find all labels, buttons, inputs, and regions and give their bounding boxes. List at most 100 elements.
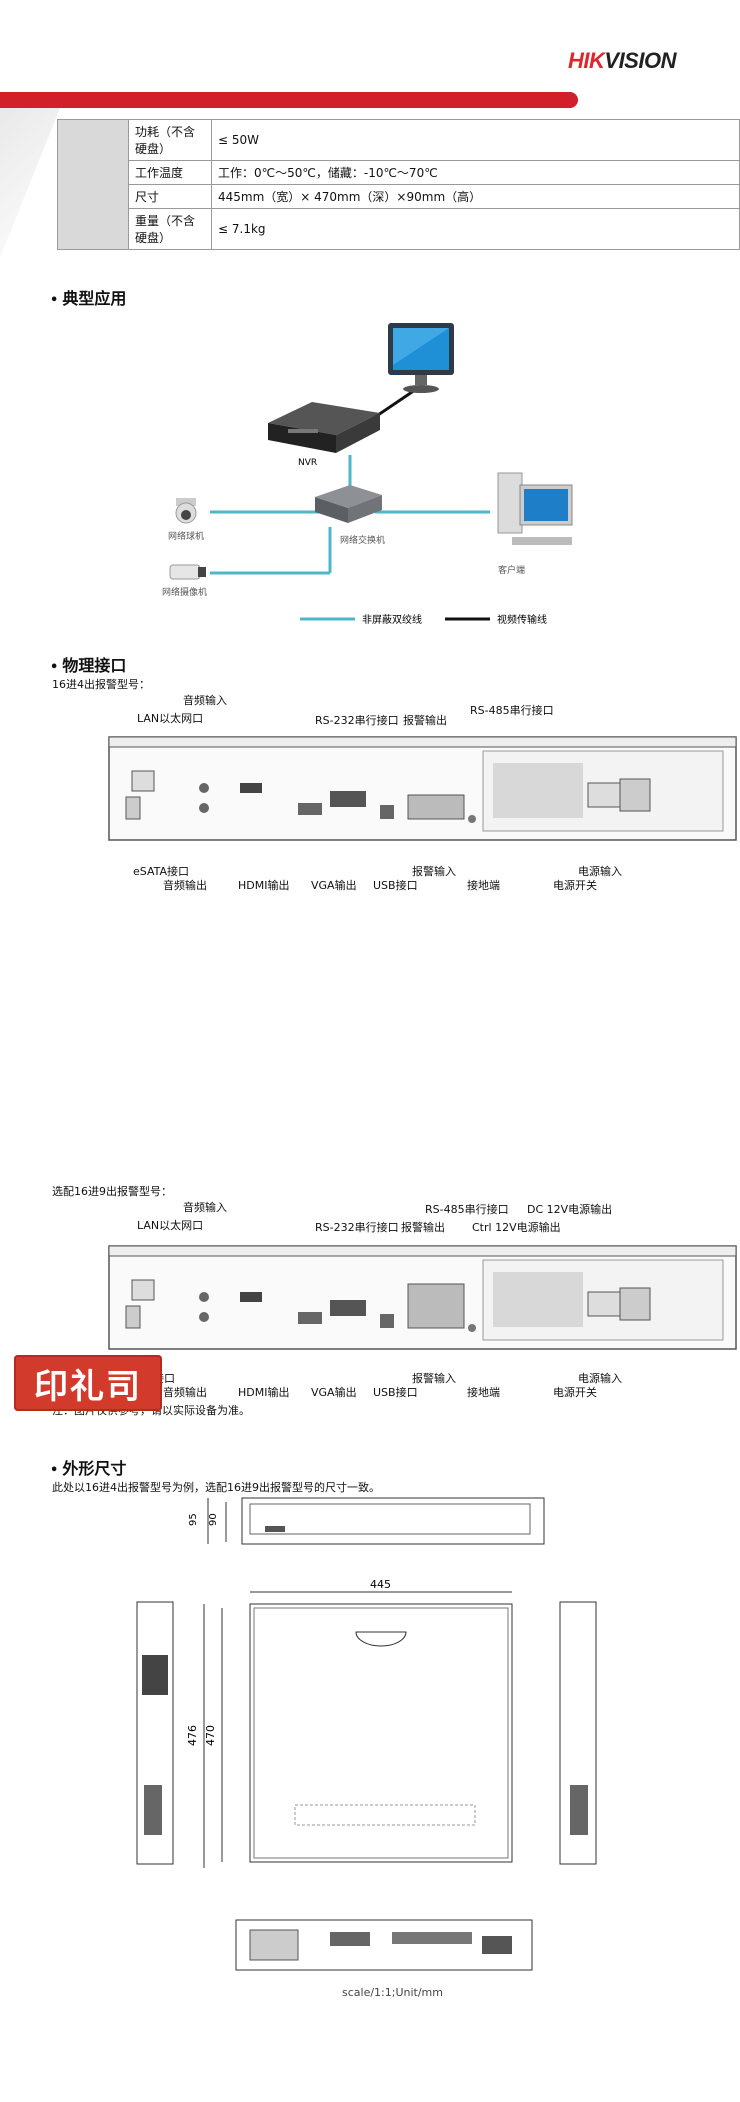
hikvision-logo: HIKVISION (568, 48, 676, 73)
power-switch-icon (587, 782, 621, 808)
monitor-icon (388, 323, 454, 393)
section-title-dimensions: 外形尺寸 (50, 1455, 126, 1479)
label-dc12: DC 12V电源输出 (527, 1203, 613, 1216)
vga-port-icon (298, 1312, 322, 1324)
esata-port-icon (125, 796, 141, 820)
ground-icon (468, 815, 476, 823)
dim-445: 445 (370, 1578, 391, 1591)
lan-port-icon (131, 1279, 155, 1301)
header-decoration (0, 108, 60, 258)
label-ctrl12: Ctrl 12V电源输出 (472, 1221, 561, 1234)
alarm-terminal-icon (407, 1283, 465, 1329)
label-rs232-2: RS-232串行接口 (315, 1221, 399, 1234)
power-socket-icon (619, 1287, 651, 1321)
nvr-icon (268, 402, 380, 453)
side-view-right (559, 1601, 597, 1865)
vga-port-icon (298, 803, 322, 815)
dimension-drawings: 95 90 445 476 470 scale/1:1;Unit/mm (136, 1497, 597, 1999)
hdmi-port-icon (240, 783, 262, 793)
spec-label: 尺寸 (128, 184, 212, 209)
label-audio-out-2: 音频输出 (163, 1386, 207, 1399)
spec-label: 工作温度 (128, 160, 212, 185)
rear-panel-2 (108, 1245, 737, 1350)
label-ground: 接地端 (467, 879, 500, 892)
label-alarm-out-2: 报警输出 (401, 1221, 445, 1234)
spec-row: 功耗（不含硬盘） ≤ 50W (57, 119, 740, 250)
spec-value: 工作：0℃～50℃，储藏：-10℃～70℃ (211, 160, 740, 185)
client-label: 客户端 (498, 564, 525, 576)
label-hdmi: HDMI输出 (238, 879, 290, 892)
spec-value: ≤ 50W (211, 119, 740, 161)
dome-camera-icon (175, 498, 197, 524)
dim-90: 90 (208, 1513, 219, 1526)
usb-port-icon (380, 805, 394, 819)
label-esata: eSATA接口 (133, 865, 190, 878)
label-usb: USB接口 (373, 879, 418, 892)
spec-group-cell (57, 119, 129, 250)
client-pc-icon (497, 472, 573, 545)
rear-panel-1 (108, 736, 737, 841)
dim-470: 470 (204, 1725, 217, 1746)
power-socket-icon (619, 778, 651, 812)
legend-utp-label: 非屏蔽双绞线 (362, 613, 422, 626)
alarm-terminal-icon (407, 794, 465, 820)
section-title-application: 典型应用 (50, 285, 126, 309)
label-power-in-2: 电源输入 (578, 1372, 622, 1385)
rs232-port-icon (330, 1300, 366, 1316)
label-lan: LAN以太网口 (137, 712, 204, 725)
model-subtitle-1: 16进4出报警型号： (52, 678, 150, 691)
watermark-stamp: 印礼司 (14, 1355, 162, 1411)
dim-476: 476 (186, 1725, 199, 1746)
label-power-switch: 电源开关 (553, 879, 597, 892)
label-power-in: 电源输入 (578, 865, 622, 878)
spec-value: 445mm（宽）× 470mm（深）×90mm（高） (211, 184, 740, 209)
hdmi-port-icon (240, 1292, 262, 1302)
lan-port-icon (131, 770, 155, 792)
usb-port-icon (380, 1314, 394, 1328)
section-title-interfaces: 物理接口 (50, 652, 126, 676)
legend-video-label: 视频传输线 (497, 613, 547, 626)
switch-label: 网络交换机 (340, 534, 385, 546)
dome-label: 网络球机 (168, 530, 204, 542)
label-power-switch-2: 电源开关 (553, 1386, 597, 1399)
spec-row: 工作温度 工作：0℃～50℃，储藏：-10℃～70℃ (58, 160, 740, 185)
rear-view (235, 1919, 533, 1971)
bullet-camera-icon (169, 564, 206, 580)
label-audio-in-2: 音频输入 (183, 1201, 227, 1214)
dim-95: 95 (188, 1513, 199, 1526)
camera-label: 网络摄像机 (162, 586, 207, 598)
label-hdmi-2: HDMI输出 (238, 1386, 290, 1399)
audio-port-icon (199, 1312, 209, 1322)
top-view (249, 1603, 513, 1863)
nvr-label: NVR (298, 458, 317, 468)
spec-label: 重量（不含硬盘） (128, 208, 212, 250)
header-red-bar (0, 92, 578, 108)
topology-diagram: NVR 网络交换机 网络球机 网络摄像机 客户端 非屏蔽双绞线 视频传输线 (162, 323, 573, 626)
ground-icon (468, 1324, 476, 1332)
label-alarm-in: 报警输入 (412, 865, 456, 878)
rs232-port-icon (330, 791, 366, 807)
spec-value: ≤ 7.1kg (211, 208, 740, 250)
label-vga: VGA输出 (311, 879, 357, 892)
label-vga-2: VGA输出 (311, 1386, 357, 1399)
side-view-left (136, 1601, 174, 1865)
front-view (241, 1497, 545, 1545)
spec-label: 功耗（不含硬盘） (128, 119, 212, 161)
spec-row: 尺寸 445mm（宽）× 470mm（深）×90mm（高） (58, 184, 740, 209)
network-switch-icon (268, 485, 382, 523)
spec-row: 重量（不含硬盘） ≤ 7.1kg (58, 208, 740, 250)
label-alarm-in-2: 报警输入 (412, 1372, 456, 1385)
power-switch-icon (587, 1291, 621, 1317)
spec-table: 功耗（不含硬盘） ≤ 50W 工作温度 工作：0℃～50℃，储藏：-10℃～70… (57, 119, 740, 250)
label-alarm-out: 报警输出 (403, 714, 447, 727)
label-rs232: RS-232串行接口 (315, 714, 399, 727)
dimensions-desc: 此处以16进4出报警型号为例，选配16进9出报警型号的尺寸一致。 (52, 1481, 380, 1494)
esata-port-icon (125, 1305, 141, 1329)
label-rs485: RS-485串行接口 (470, 704, 554, 717)
label-rs485-2: RS-485串行接口 (425, 1203, 509, 1216)
audio-port-icon (199, 803, 209, 813)
model-subtitle-2: 选配16进9出报警型号： (52, 1185, 172, 1198)
scale-note: scale/1:1;Unit/mm (342, 1986, 443, 1999)
label-ground-2: 接地端 (467, 1386, 500, 1399)
label-audio-out: 音频输出 (163, 879, 207, 892)
